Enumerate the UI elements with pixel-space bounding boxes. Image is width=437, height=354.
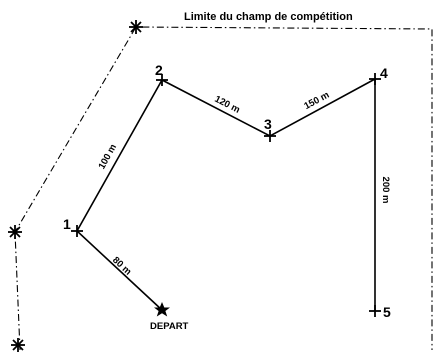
point-2-label: 2: [155, 62, 163, 78]
point-5-label: 5: [383, 304, 391, 320]
competition-boundary-line: [14, 26, 433, 351]
leg-distance-1-2: 100 m: [96, 142, 119, 171]
point-1-marker: [71, 225, 83, 237]
boundary-marker-left: [8, 225, 22, 239]
point-1-label: 1: [63, 216, 71, 232]
point-5-marker: [369, 305, 381, 317]
start-label: DEPART: [150, 321, 189, 332]
point-3-label: 3: [264, 116, 272, 132]
leg-distance-3-4: 150 m: [302, 90, 331, 112]
leg-distance-4-5: 200 m: [380, 177, 391, 204]
point-2-marker: [156, 74, 168, 86]
leg-distance-start-1: 80 m: [110, 255, 133, 278]
point-4-marker: [369, 73, 381, 85]
leg-distance-2-3: 120 m: [213, 94, 242, 116]
boundary-label: Limite du champ de compétition: [184, 11, 353, 23]
boundary-marker-top-left: [129, 20, 143, 34]
point-4-label: 4: [380, 65, 388, 81]
boundary-marker-bottom-left: [11, 338, 25, 352]
point-3-marker: [264, 130, 276, 142]
start-star-icon: [154, 302, 170, 317]
course-path: [75, 77, 376, 311]
